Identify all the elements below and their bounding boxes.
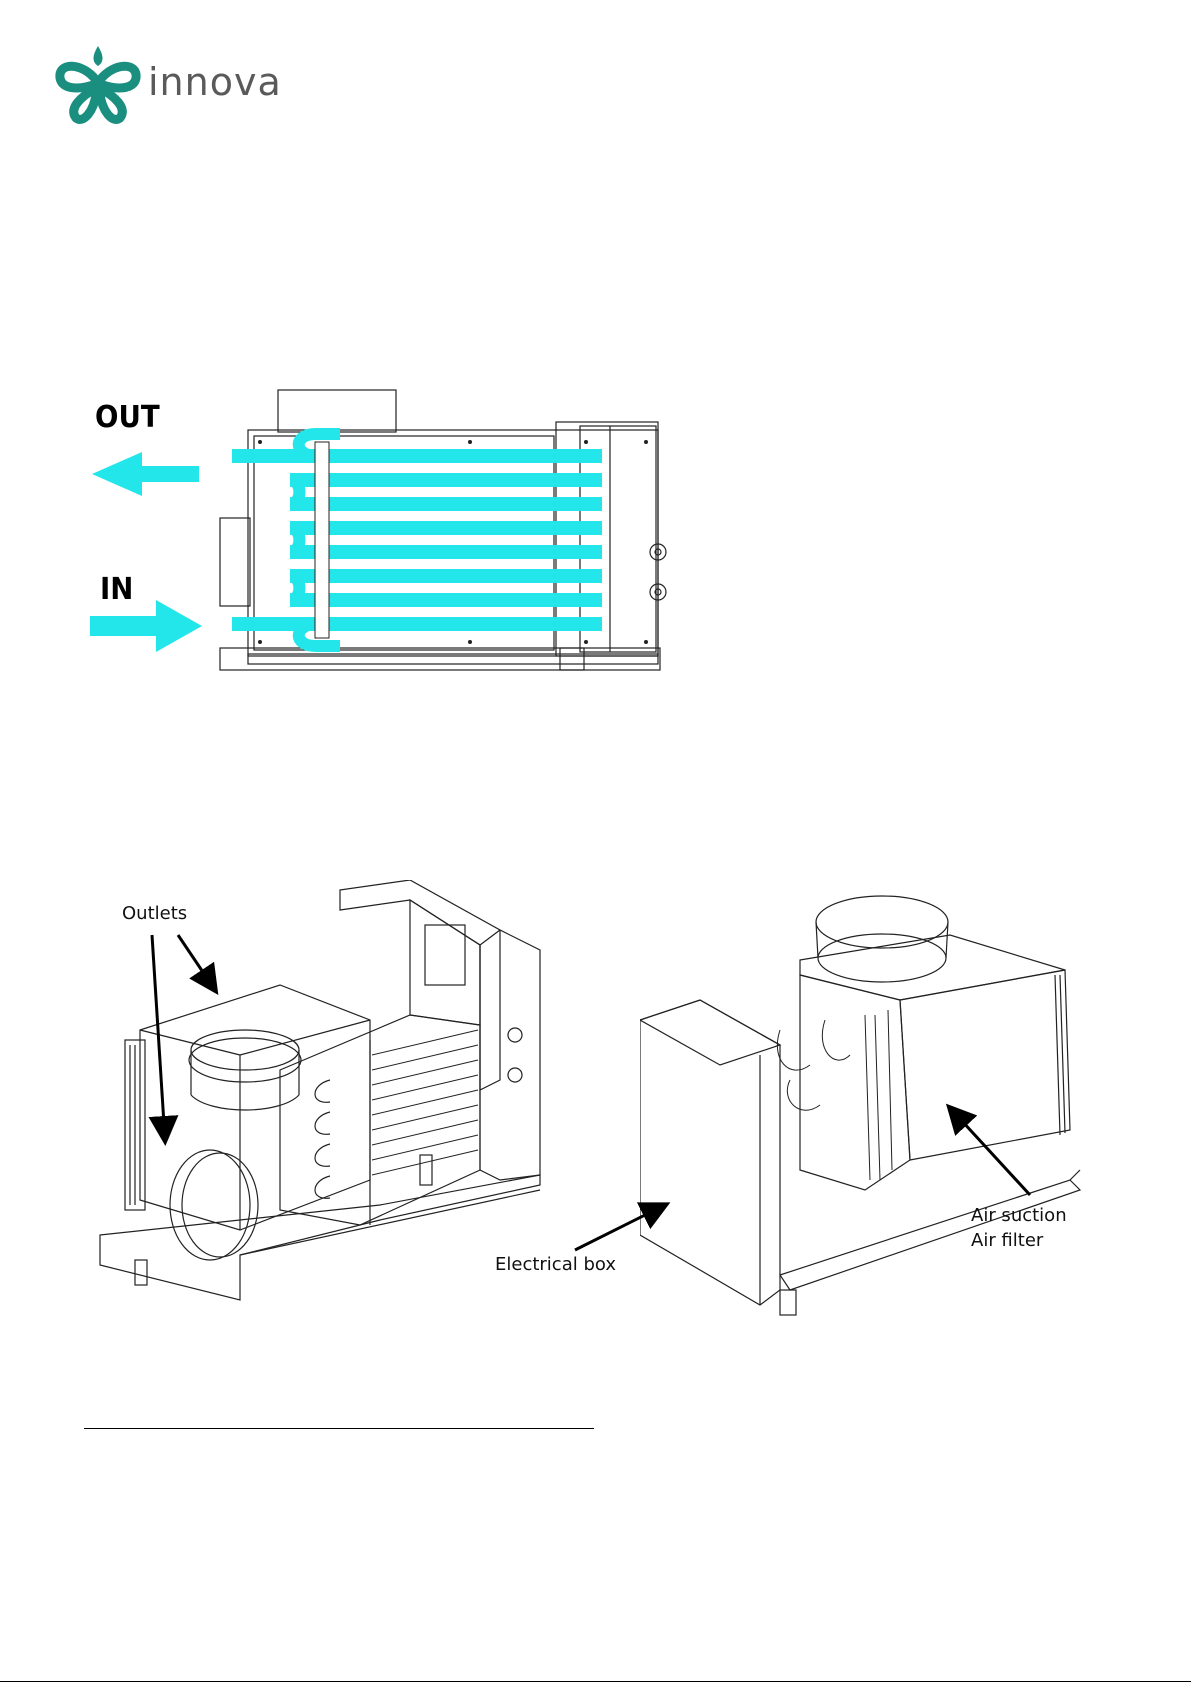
page-bottom-rule [0,1681,1191,1682]
air-suction-arrow [950,1108,1030,1195]
footnote-rule [84,1428,594,1429]
electrical-box-arrow [575,1205,665,1250]
air-filter-label: Air filter [971,1230,1043,1251]
electrical-box-label: Electrical box [495,1254,616,1275]
outlets-arrow-1 [152,935,165,1140]
air-suction-label: Air suction [971,1205,1067,1226]
outlets-arrow-2 [178,935,215,990]
outlets-label: Outlets [122,903,187,924]
